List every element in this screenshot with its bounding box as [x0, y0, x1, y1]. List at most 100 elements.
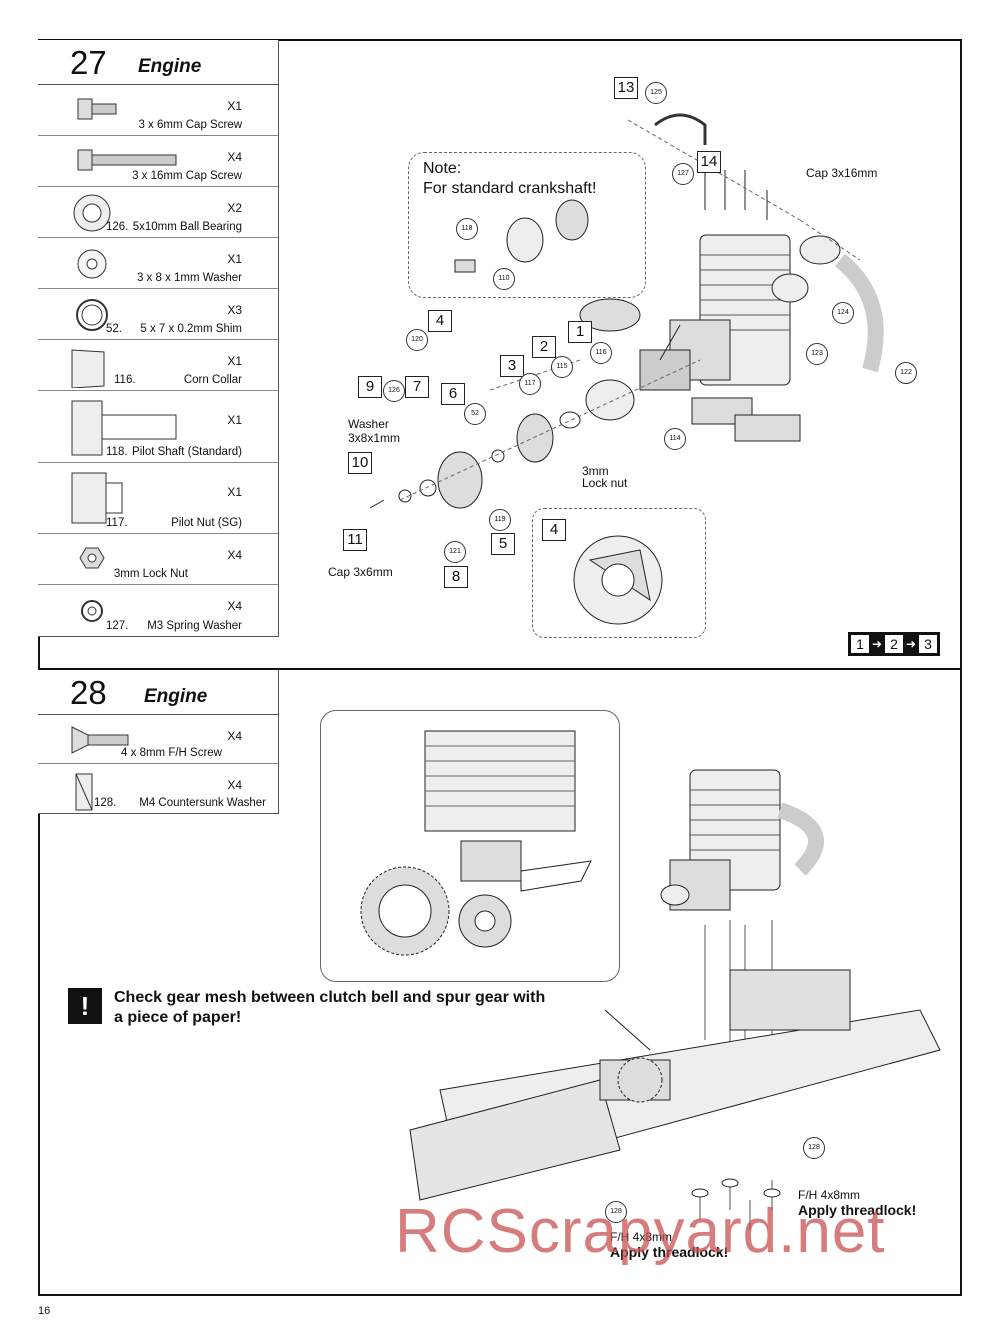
- note-text: For standard crankshaft!: [423, 180, 597, 197]
- part-qty: X3: [227, 303, 242, 317]
- step-box: 10: [348, 452, 372, 474]
- pilot-shaft-icon: [71, 400, 177, 456]
- step28-chassis-diagram: [409, 769, 941, 1230]
- countersunk-washer-icon: [75, 773, 93, 811]
- step28-number: 28: [70, 674, 107, 711]
- step-box: 4: [428, 310, 452, 332]
- part-row: X1 117. Pilot Nut (SG): [38, 463, 278, 534]
- part-callout: 122: [895, 362, 917, 384]
- step27-engine-diagram: [369, 113, 884, 625]
- part-callout: 115: [551, 356, 573, 378]
- part-row: X1 3 x 8 x 1mm Washer: [38, 238, 278, 289]
- step28-title: Engine: [144, 686, 208, 707]
- warning-line-2: a piece of paper!: [114, 1009, 242, 1026]
- part-desc: 3 x 16mm Cap Screw: [132, 170, 242, 182]
- part-desc: 5 x 7 x 0.2mm Shim: [140, 323, 242, 335]
- part-desc: 5x10mm Ball Bearing: [132, 221, 242, 233]
- part-desc: Pilot Shaft (Standard): [132, 446, 242, 458]
- part-qty: X1: [227, 252, 242, 266]
- part-number: 127.: [106, 620, 129, 632]
- part-qty: X4: [227, 778, 242, 792]
- part-callout: 121: [444, 541, 466, 563]
- part-number: 52.: [106, 323, 122, 335]
- arrow-right-icon: ➜: [871, 637, 883, 651]
- part-number: 126.: [106, 221, 129, 233]
- part-number: 128.: [94, 797, 117, 809]
- part-qty: X1: [227, 99, 242, 113]
- cap-screw-icon: [77, 98, 117, 120]
- step-box: 7: [405, 376, 429, 398]
- spring-washer-icon: [81, 600, 103, 622]
- warning-line-1: Check gear mesh between clutch bell and …: [114, 989, 546, 1006]
- washer-icon: [77, 249, 107, 279]
- threadlock-note-right: Apply threadlock!: [798, 1202, 917, 1218]
- gear-mesh-detail: [320, 710, 620, 982]
- warning-icon: !: [68, 988, 102, 1024]
- step28-header: 28 Engine: [38, 670, 278, 715]
- part-row: X4 127. M3 Spring Washer: [38, 585, 278, 636]
- lock-nut-icon: [79, 547, 105, 569]
- part-number: 116.: [114, 374, 136, 386]
- step-box: 11: [343, 529, 367, 551]
- part-callout: 128: [803, 1137, 825, 1159]
- ball-bearing-icon: [73, 194, 111, 232]
- part-desc: M3 Spring Washer: [147, 620, 242, 632]
- step-box: 13: [614, 77, 638, 99]
- pilot-nut-icon: [71, 472, 123, 524]
- lock-nut-label-2: Lock nut: [582, 476, 628, 490]
- part-qty: X4: [227, 548, 242, 562]
- part-desc: 3 x 6mm Cap Screw: [138, 119, 242, 131]
- part-callout: 118: [456, 218, 478, 240]
- part-qty: X2: [227, 201, 242, 215]
- step-box: 9: [358, 376, 382, 398]
- part-callout: 126: [383, 380, 405, 402]
- part-qty: X4: [227, 729, 242, 743]
- part-callout: 116: [590, 342, 612, 364]
- part-callout: 123: [806, 343, 828, 365]
- step27-number: 27: [70, 44, 107, 81]
- shim-icon: [76, 299, 108, 331]
- sequence-step: 2: [885, 635, 903, 653]
- assembly-sequence: 1 ➜ 2 ➜ 3: [848, 632, 940, 656]
- part-callout: 117: [519, 373, 541, 395]
- part-callout: 127: [672, 163, 694, 185]
- step-box: 5: [491, 533, 515, 555]
- step-box: 2: [532, 336, 556, 358]
- part-row: X4 4 x 8mm F/H Screw: [38, 715, 278, 764]
- page-number: 16: [38, 1305, 51, 1317]
- washer-size-label: 3x8x1mm: [348, 431, 401, 445]
- sequence-step: 3: [919, 635, 937, 653]
- part-qty: X1: [227, 485, 242, 499]
- part-callout: 124: [832, 302, 854, 324]
- step27-title: Engine: [138, 56, 202, 77]
- part-row: X4 3 x 16mm Cap Screw: [38, 136, 278, 187]
- fh-screw-label-left: F/H 4x8mm: [610, 1230, 673, 1244]
- gear-mesh-warning: Check gear mesh between clutch bell and …: [114, 988, 545, 1028]
- part-row: X4 128. M4 Countersunk Washer: [38, 764, 278, 813]
- part-callout: 52: [464, 403, 486, 425]
- page-frame: [38, 39, 962, 1296]
- part-callout: 119: [489, 509, 511, 531]
- lock-nut-label: 3mm: [582, 464, 609, 478]
- part-callout: 120: [406, 329, 428, 351]
- part-row: X1 118. Pilot Shaft (Standard): [38, 391, 278, 463]
- step-box: 4: [542, 519, 566, 541]
- part-desc: Corn Collar: [183, 374, 242, 386]
- part-desc: M4 Countersunk Washer: [139, 797, 266, 809]
- part-row: X1 116. Corn Collar: [38, 340, 278, 391]
- watermark: RCScrapyard.net: [395, 1197, 886, 1266]
- corn-collar-icon: [71, 349, 105, 388]
- part-qty: X1: [227, 354, 242, 368]
- step-box: 1: [568, 321, 592, 343]
- part-row: X2 126. 5x10mm Ball Bearing: [38, 187, 278, 238]
- part-desc: 4 x 8mm F/H Screw: [121, 747, 222, 759]
- step28-parts-table: 28 Engine X4 4 x 8mm F/H Screw X4 128. M…: [38, 670, 279, 814]
- gear-mesh-drawing: [360, 730, 592, 956]
- crankshaft-note: Note: For standard crankshaft!: [408, 152, 646, 298]
- part-number: 117.: [106, 517, 128, 529]
- part-callout: 125: [645, 82, 667, 104]
- sequence-step: 1: [851, 635, 869, 653]
- part-callout: 128: [605, 1201, 627, 1223]
- step-box: 6: [441, 383, 465, 405]
- step-box: 14: [697, 151, 721, 173]
